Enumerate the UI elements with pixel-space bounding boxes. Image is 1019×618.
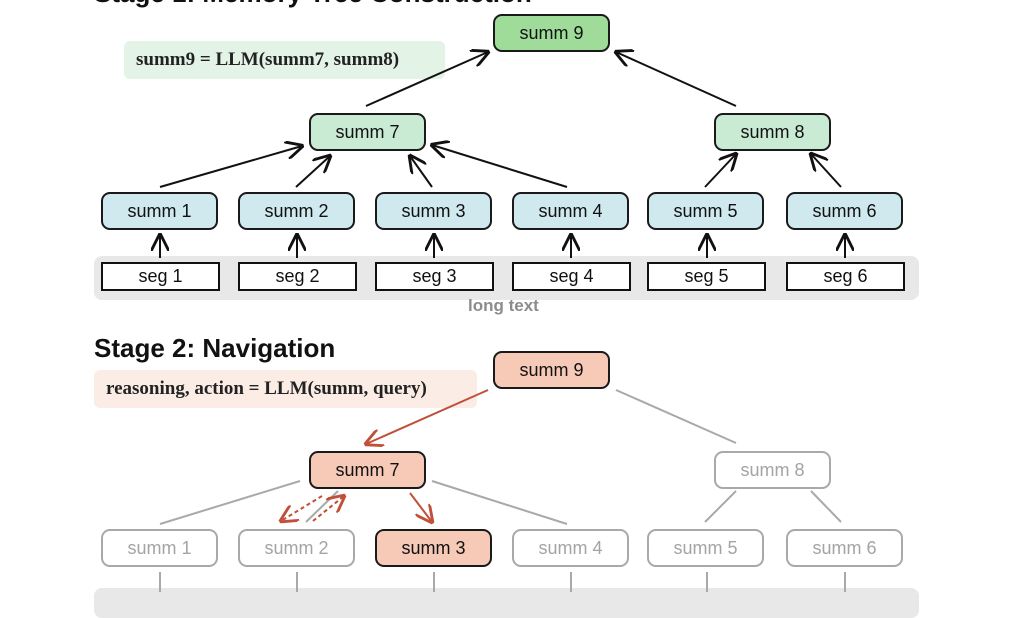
stage1-node-summ7: summ 7	[309, 113, 426, 151]
long-text-caption: long text	[468, 296, 539, 315]
stage1-node-summ2: summ 2	[238, 192, 355, 230]
stage2-formula: reasoning, action = LLM(summ, query)	[94, 370, 477, 408]
stage2-node-summ4: summ 4	[512, 529, 629, 567]
stage1-node-summ3: summ 3	[375, 192, 492, 230]
segment-1: seg 1	[101, 262, 220, 291]
stage1-node-summ9: summ 9	[493, 14, 610, 52]
stage2-node-summ9: summ 9	[493, 351, 610, 389]
stage2-node-summ2: summ 2	[238, 529, 355, 567]
edge-summ9-summ8	[615, 389, 737, 444]
arrow-summ8-summ9	[616, 52, 737, 107]
nav-arrow-summ9-summ7	[366, 389, 489, 444]
edge-summ8-summ6	[810, 490, 842, 523]
segment-3: seg 3	[375, 262, 494, 291]
stage2-node-summ6: summ 6	[786, 529, 903, 567]
long-text-band	[94, 256, 919, 300]
stage1-node-summ1: summ 1	[101, 192, 218, 230]
stage2-title: Stage 2: Navigation	[94, 333, 336, 363]
edge-summ7-summ1	[159, 480, 301, 525]
nav-dotted-arrow-summ7-summ2	[281, 495, 323, 521]
stage1-node-summ5: summ 5	[647, 192, 764, 230]
arrow-summ7-summ9	[365, 52, 488, 107]
arrow-summ4-summ7	[432, 145, 568, 188]
stage1-node-summ6: summ 6	[786, 192, 903, 230]
arrow-summ3-summ7	[410, 156, 433, 188]
nav-arrow-summ7-summ3	[409, 492, 432, 522]
segment-2: seg 2	[238, 262, 357, 291]
segment-6: seg 6	[786, 262, 905, 291]
arrow-summ5-summ8	[704, 154, 736, 188]
edge-summ8-summ5	[704, 490, 737, 523]
stage2-node-summ7: summ 7	[309, 451, 426, 489]
edge-summ7-summ2	[305, 490, 339, 523]
stage1-formula: summ9 = LLM(summ7, summ8)	[124, 41, 445, 79]
edge-summ7-summ4	[431, 480, 568, 525]
arrow-summ2-summ7	[295, 156, 330, 188]
stage2-node-summ5: summ 5	[647, 529, 764, 567]
stage2-node-summ3: summ 3	[375, 529, 492, 567]
segment-5: seg 5	[647, 262, 766, 291]
stage1-node-summ4: summ 4	[512, 192, 629, 230]
segment-4: seg 4	[512, 262, 631, 291]
stage2-node-summ8: summ 8	[714, 451, 831, 489]
arrow-summ6-summ8	[811, 154, 842, 188]
edges-layer	[0, 0, 1019, 592]
stage2-node-summ1: summ 1	[101, 529, 218, 567]
stage1-title: Stage 1: Memory Tree Construction	[94, 0, 532, 9]
stage1-node-summ8: summ 8	[714, 113, 831, 151]
arrow-summ1-summ7	[159, 146, 302, 188]
